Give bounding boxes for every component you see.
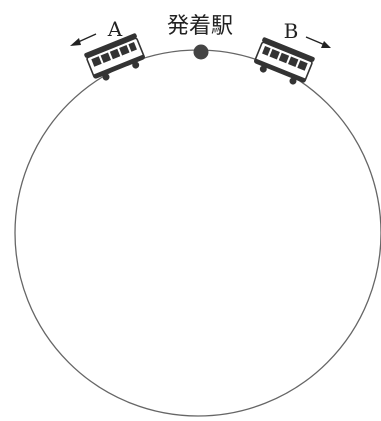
circular-track (15, 50, 381, 416)
station-dot (194, 45, 209, 60)
arrow-right-icon (306, 37, 331, 48)
train-b-icon (251, 37, 315, 89)
train-a-label: A (107, 17, 123, 41)
train-b-label: B (284, 19, 299, 43)
arrow-left-icon (70, 34, 96, 46)
station-label: 発着駅 (167, 14, 233, 39)
